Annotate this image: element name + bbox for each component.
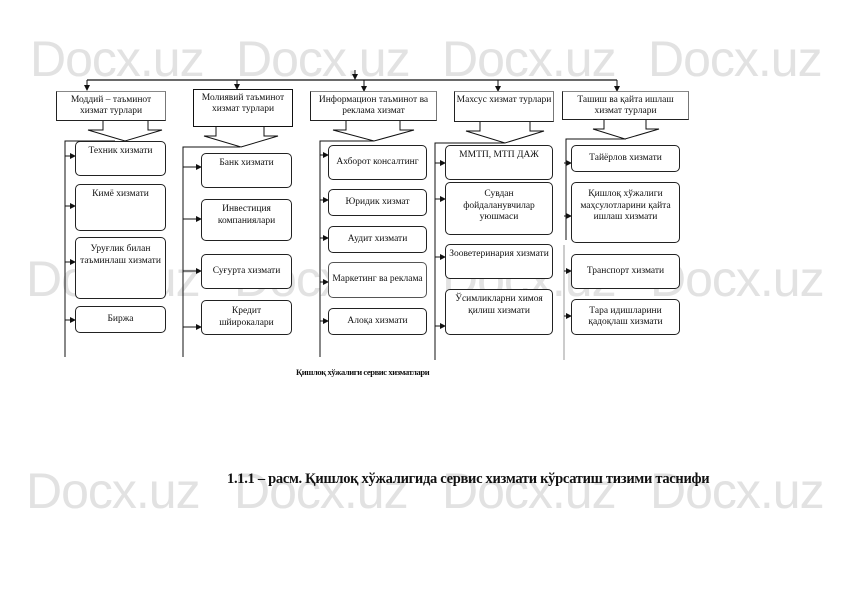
header-transport-processing: Ташиш ва қайта ишлаш хизмат турлари [562,91,689,120]
item-transport-service: Транспорт хизмати [571,254,680,289]
watermark: Docx.uz [650,463,825,519]
item-packaging-service: Тара идишларини қадоқлаш хизмати [571,299,680,335]
watermark: Docx.uz [648,31,823,87]
diagram-root-caption: Қишлоқ хўжалиги сервис хизматлари [296,367,430,377]
item-exchange: Биржа [75,306,166,333]
item-audit-service: Аудит хизмати [328,226,427,253]
item-legal-service: Юридик хизмат [328,189,427,216]
watermark: Docx.uz [236,31,411,87]
item-zooveterinary-service: Зооветеринария хизмати [445,244,553,279]
item-procurement-service: Тайёрлов хизмати [571,145,680,172]
column-brackets [64,138,626,360]
item-chemical-service: Кимё хизмати [75,184,166,231]
header-special-services: Махсус хизмат турлари [454,91,554,122]
item-technical-service: Техник хизмати [75,141,166,176]
item-insurance-service: Суғурта хизмати [201,254,292,289]
item-agri-processing: Қишлоқ хўжалиги маҳсулотларини қайта ишл… [571,182,680,243]
header-financial-supply: Молиявий таъминот хизмат турлари [193,89,293,127]
figure-caption: 1.1.1 – расм. Қишлоқ хўжалигида сервис х… [227,471,710,487]
item-plant-protection: Ўсимликларни химоя қилиш хизмати [445,289,553,335]
item-marketing-advertising: Маркетинг ва реклама [328,262,427,298]
item-credit-unions: Кредит шйирокалари [201,300,292,335]
watermark: Docx.uz [30,31,205,87]
header-information-advertising: Информацион таъминот ва реклама хизмат [310,91,437,121]
item-bank-service: Банк хизмати [201,153,292,188]
item-mmtp-mtp-daj: ММТП, МТП ДАЖ [445,145,553,180]
header-drop-arrows [84,80,620,92]
header-material-supply: Моддий – таъминот хизмат турлари [56,91,166,121]
watermark: Docx.uz [26,463,201,519]
item-water-users-association: Сувдан фойдаланувчилар уюшмаси [445,182,553,235]
item-investment-companies: Инвестиция компаниялари [201,199,292,241]
item-arrows [65,152,572,330]
watermark: Docx.uz [234,463,409,519]
item-communication-service: Алоқа хизмати [328,308,427,335]
watermark: Docx.uz [442,31,617,87]
item-info-consulting: Ахборот консалтинг [328,145,427,180]
watermark: Docx.uz [442,463,617,519]
item-seed-supply: Уруғлик билан таъминлаш хизмати [75,237,166,299]
block-arrows [87,120,660,148]
